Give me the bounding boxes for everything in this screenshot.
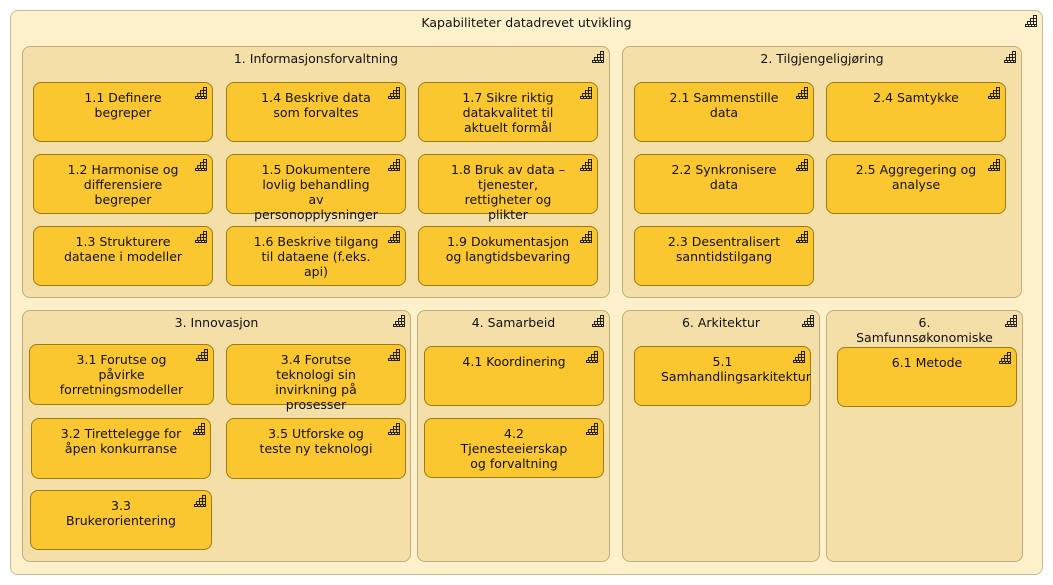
capability-icon [393,315,405,327]
capability-label: 1.7 Sikre riktig datakvalitet til aktuel… [462,90,554,135]
group-title: 3. Innovasjon [174,315,259,330]
capability-label: 1.8 Bruk av data – tjenester, rettighete… [450,162,566,222]
capability-icon [1005,315,1017,327]
capability-icon [580,87,592,99]
capability-icon [580,159,592,171]
capability-icon [592,51,604,63]
group-title: 6. Arkitektur [681,315,761,330]
capability-label: 1.9 Dokumentasjon og langtidsbevaring [445,234,571,264]
capability-label: 4.2 Tjenesteeierskap og forvaltning [460,426,568,471]
capability-label: 1.6 Beskrive tilgang til dataene (f.eks.… [253,234,379,279]
capability-2-4[interactable]: 2.4 Samtykke [826,82,1006,142]
capability-2-3[interactable]: 2.3 Desentralisert sanntidstilgang [634,226,814,286]
capability-icon [796,159,808,171]
capability-label: 2.2 Synkronisere data [671,162,777,192]
group-title: 1. Informasjonsforvaltning [233,51,399,66]
capability-1-5[interactable]: 1.5 Dokumentere lovlig behandling av per… [226,154,406,222]
capability-label: 4.1 Koordinering [462,354,566,369]
capability-4-1[interactable]: 4.1 Koordinering [424,346,604,406]
capability-icon [388,87,400,99]
capability-label: 3.1 Forutse og påvirke forretningsmodell… [59,352,184,397]
capability-icon [388,159,400,171]
capability-label: 2.1 Sammenstille data [669,90,779,120]
capability-1-4[interactable]: 1.4 Beskrive data som forvaltes [226,82,406,142]
capability-1-8[interactable]: 1.8 Bruk av data – tjenester, rettighete… [418,154,598,222]
capability-label: 1.4 Beskrive data som forvaltes [261,90,371,120]
capability-icon [580,231,592,243]
capability-icon [988,87,1000,99]
capability-icon [1025,15,1037,27]
capability-1-2[interactable]: 1.2 Harmonise og differensiere begreper [33,154,213,214]
capability-2-2[interactable]: 2.2 Synkronisere data [634,154,814,214]
capability-icon [388,349,400,361]
capability-2-1[interactable]: 2.1 Sammenstille data [634,82,814,142]
capability-3-2[interactable]: 3.2 Tirettelegge for åpen konkurranse [31,418,211,479]
capability-icon [195,231,207,243]
capability-label: 1.1 Definere begreper [84,90,162,120]
capability-icon [796,231,808,243]
group-title: 2. Tilgjengeligjøring [760,51,884,66]
capability-icon [195,159,207,171]
capability-icon [988,159,1000,171]
capability-icon [195,87,207,99]
capability-label: 6.1 Metode [891,355,963,370]
capability-1-6[interactable]: 1.6 Beskrive tilgang til dataene (f.eks.… [226,226,406,286]
capability-1-9[interactable]: 1.9 Dokumentasjon og langtidsbevaring [418,226,598,286]
capability-label: 3.4 Forutse teknologi sin invirkning på … [275,352,357,412]
capability-label: 1.2 Harmonise og differensiere begreper [67,162,179,207]
capability-3-5[interactable]: 3.5 Utforske og teste ny teknologi [226,418,406,479]
capability-3-3[interactable]: 3.3 Brukerorientering [30,490,212,550]
capability-label: 3.3 Brukerorientering [66,498,176,528]
capability-2-5[interactable]: 2.5 Aggregering og analyse [826,154,1006,214]
capability-label: 2.3 Desentralisert sanntidstilgang [667,234,781,264]
capability-1-7[interactable]: 1.7 Sikre riktig datakvalitet til aktuel… [418,82,598,142]
capability-icon [388,231,400,243]
capability-label: 1.3 Strukturere dataene i modeller [63,234,183,264]
capability-label: 5.1 Samhandlingsarkitektur [661,354,811,384]
group-title: 4. Samarbeid [471,315,556,330]
capability-icon [592,315,604,327]
capability-icon [999,352,1011,364]
capability-6-1[interactable]: 6.1 Metode [837,347,1017,407]
diagram-title: Kapabiliteter datadrevet utvikling [421,15,632,30]
capability-icon [802,315,814,327]
capability-icon [196,349,208,361]
capability-5-1[interactable]: 5.1 Samhandlingsarkitektur [634,346,811,406]
capability-icon [793,351,805,363]
capability-1-1[interactable]: 1.1 Definere begreper [33,82,213,142]
capability-icon [586,351,598,363]
capability-icon [586,423,598,435]
capability-3-1[interactable]: 3.1 Forutse og påvirke forretningsmodell… [29,344,214,405]
capability-label: 2.5 Aggregering og analyse [855,162,977,192]
capability-icon [388,423,400,435]
capability-label: 1.5 Dokumentere lovlig behandling av per… [254,162,378,222]
capability-3-4[interactable]: 3.4 Forutse teknologi sin invirkning på … [226,344,406,412]
capability-label: 2.4 Samtykke [873,90,959,105]
capability-icon [194,495,206,507]
capability-icon [193,423,205,435]
capability-1-3[interactable]: 1.3 Strukturere dataene i modeller [33,226,213,286]
capability-icon [796,87,808,99]
capability-4-2[interactable]: 4.2 Tjenesteeierskap og forvaltning [424,418,604,478]
capability-label: 3.2 Tirettelegge for åpen konkurranse [60,426,182,456]
capability-icon [1004,51,1016,63]
capability-label: 3.5 Utforske og teste ny teknologi [259,426,373,456]
